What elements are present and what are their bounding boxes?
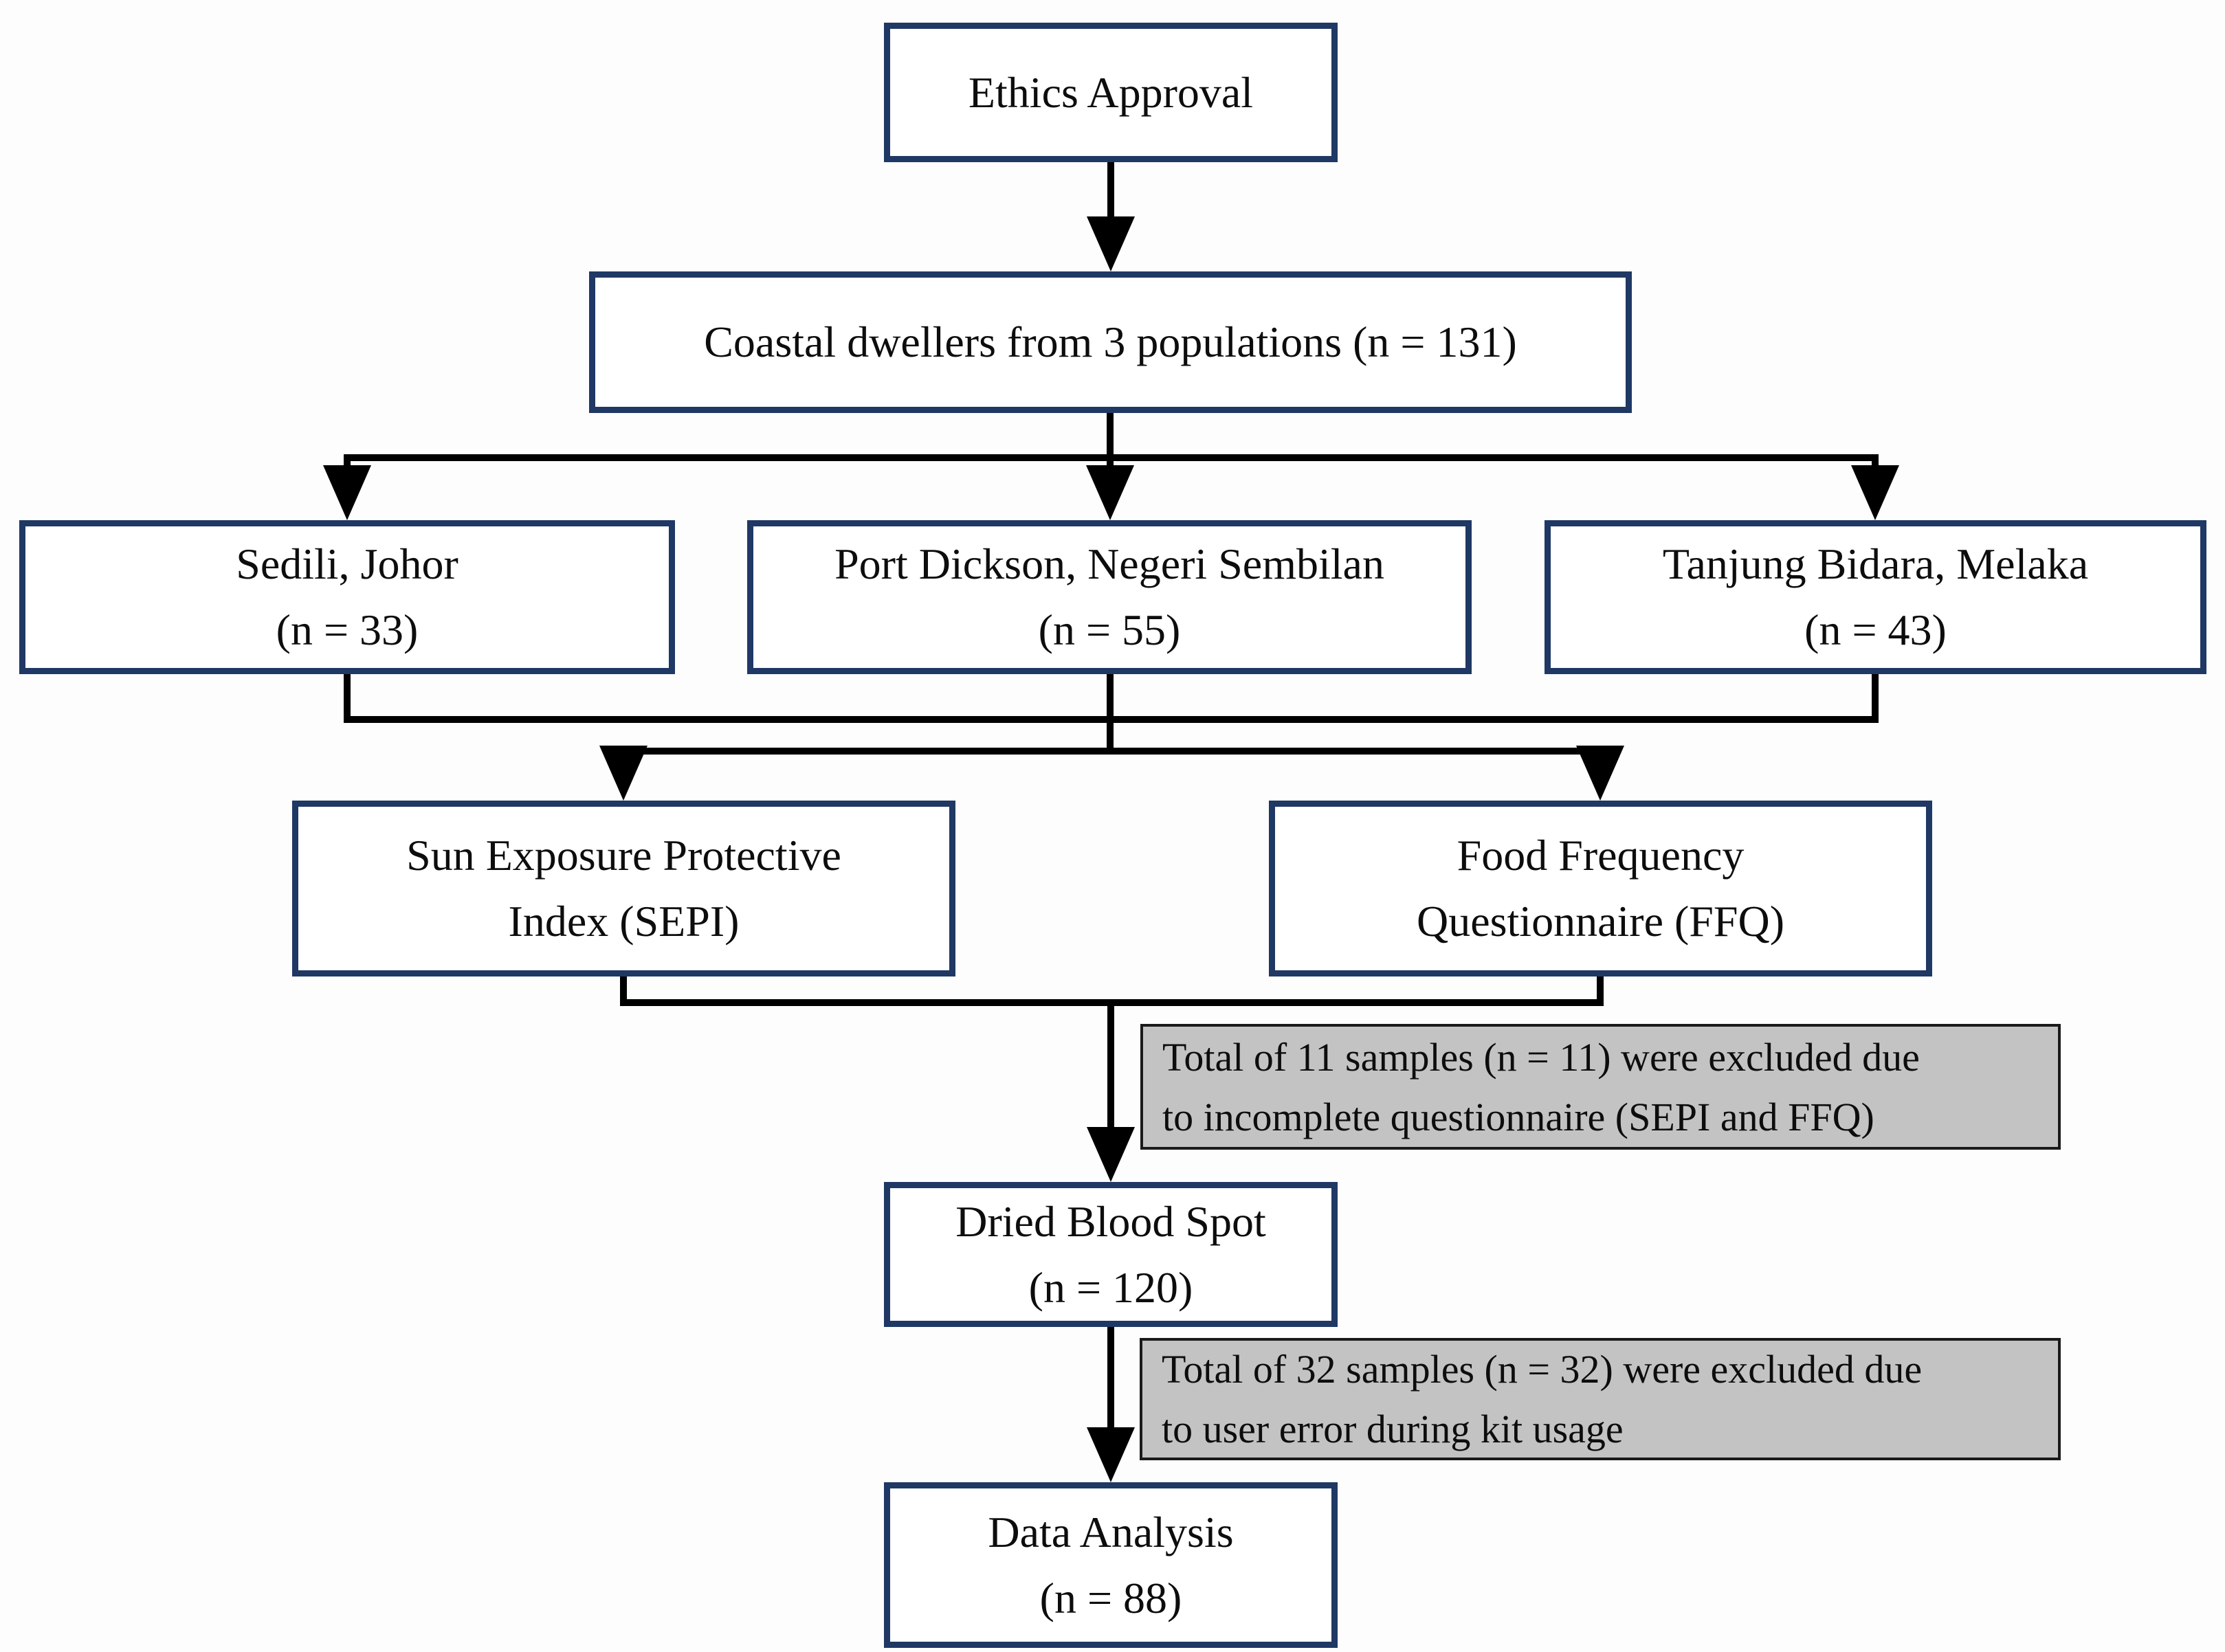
- connector-line: [623, 748, 1600, 755]
- node-sepi: Sun Exposure Protective Index (SEPI): [292, 801, 955, 976]
- node-text-line: (n = 33): [276, 605, 419, 654]
- connector-line: [347, 716, 1875, 723]
- node-text-line: Data Analysis: [988, 1507, 1234, 1556]
- node-dried-blood-spot: Dried Blood Spot (n = 120): [884, 1182, 1338, 1327]
- node-ffq: Food Frequency Questionnaire (FFQ): [1269, 801, 1932, 976]
- node-text-line: Port Dickson, Negeri Sembilan: [834, 539, 1384, 588]
- node-text-line: (n = 55): [1038, 605, 1181, 654]
- exclusion-text-line: to user error during kit usage: [1162, 1407, 1624, 1451]
- node-text-line: Food Frequency: [1457, 831, 1745, 880]
- node-text-line: Ethics Approval: [968, 67, 1254, 117]
- node-text-line: Sun Exposure Protective: [406, 831, 841, 880]
- connector-line: [1107, 1327, 1114, 1427]
- exclusion-text-line: Total of 11 samples (n = 11) were exclud…: [1162, 1034, 1920, 1080]
- connector-line: [1872, 674, 1879, 723]
- arrowhead: [1086, 465, 1134, 520]
- node-text-line: Questionnaire (FFQ): [1416, 897, 1785, 946]
- node-port-dickson: Port Dickson, Negeri Sembilan (n = 55): [747, 520, 1472, 674]
- node-text-line: (n = 120): [1028, 1262, 1193, 1312]
- connector-line: [620, 976, 627, 1006]
- node-text-line: Coastal dwellers from 3 populations (n =…: [704, 317, 1517, 366]
- node-tanjung-bidara: Tanjung Bidara, Melaka (n = 43): [1545, 520, 2206, 674]
- node-text-line: Dried Blood Spot: [955, 1196, 1266, 1246]
- arrowhead: [599, 746, 647, 801]
- connector-line: [1107, 999, 1114, 1127]
- arrowhead: [323, 465, 371, 520]
- node-coastal-dwellers: Coastal dwellers from 3 populations (n =…: [589, 271, 1632, 413]
- arrowhead: [1576, 746, 1624, 801]
- node-data-analysis: Data Analysis (n = 88): [884, 1482, 1338, 1648]
- exclusion-note-2: Total of 32 samples (n = 32) were exclud…: [1140, 1338, 2061, 1460]
- connector-line: [1107, 723, 1114, 755]
- connector-line: [1107, 162, 1114, 217]
- node-text-line: Index (SEPI): [508, 897, 740, 946]
- connector-line: [344, 674, 351, 723]
- node-text-line: (n = 88): [1039, 1573, 1182, 1622]
- node-text-line: Tanjung Bidara, Melaka: [1662, 539, 2089, 588]
- node-text-line: Sedili, Johor: [236, 539, 458, 588]
- connector-line: [347, 454, 1875, 461]
- connector-line: [1107, 674, 1114, 723]
- connector-line: [344, 454, 351, 468]
- node-ethics-approval: Ethics Approval: [884, 23, 1338, 162]
- arrowhead: [1851, 465, 1899, 520]
- arrowhead: [1087, 1427, 1135, 1482]
- exclusion-text-line: to incomplete questionnaire (SEPI and FF…: [1162, 1094, 1874, 1139]
- connector-line: [1597, 976, 1604, 1006]
- exclusion-text-line: Total of 32 samples (n = 32) were exclud…: [1162, 1347, 1923, 1392]
- arrowhead: [1087, 1127, 1135, 1182]
- connector-line: [1872, 454, 1879, 468]
- connector-line: [1107, 413, 1114, 468]
- node-sedili-johor: Sedili, Johor (n = 33): [19, 520, 675, 674]
- arrowhead: [1087, 216, 1135, 271]
- node-text-line: (n = 43): [1804, 605, 1947, 654]
- exclusion-note-1: Total of 11 samples (n = 11) were exclud…: [1140, 1024, 2061, 1150]
